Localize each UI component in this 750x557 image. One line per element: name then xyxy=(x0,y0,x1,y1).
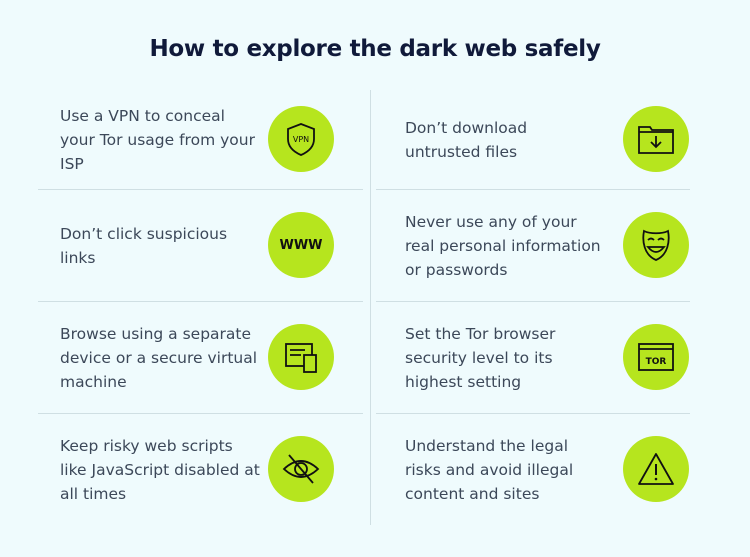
folder-download-icon xyxy=(623,106,689,172)
tip-text: Browse using a separate device or a secu… xyxy=(60,324,258,391)
tip-tor-security: Set the Tor browser security level to it… xyxy=(405,302,605,413)
row-divider xyxy=(38,413,363,414)
tip-text: Use a VPN to conceal your Tor usage from… xyxy=(60,106,255,173)
tip-device: Browse using a separate device or a secu… xyxy=(60,302,260,413)
tip-text: Set the Tor browser security level to it… xyxy=(405,324,556,391)
tip-text: Understand the legal risks and avoid ill… xyxy=(405,436,574,503)
tor-label: TOR xyxy=(646,357,667,367)
mask-icon xyxy=(623,212,689,278)
tip-vpn: Use a VPN to conceal your Tor usage from… xyxy=(60,90,260,189)
vpn-shield-icon: VPN xyxy=(268,106,334,172)
row-divider xyxy=(376,413,690,414)
tip-text: Don’t click suspicious links xyxy=(60,224,228,267)
row-divider xyxy=(376,189,690,190)
devices-icon xyxy=(268,324,334,390)
eye-slash-icon xyxy=(268,436,334,502)
tip-scripts: Keep risky web scripts like JavaScript d… xyxy=(60,414,260,525)
tip-links: Don’t click suspicious links xyxy=(60,190,260,301)
www-icon: WWW xyxy=(268,212,334,278)
row-divider xyxy=(38,301,363,302)
tip-legal: Understand the legal risks and avoid ill… xyxy=(405,414,605,525)
tor-browser-icon: TOR xyxy=(623,324,689,390)
row-divider xyxy=(38,189,363,190)
vpn-label: VPN xyxy=(293,135,309,144)
tip-text: Don’t download untrusted files xyxy=(405,118,528,161)
www-label: WWW xyxy=(279,237,323,253)
tip-personal-info: Never use any of your real personal info… xyxy=(405,190,605,301)
tip-downloads: Don’t download untrusted files xyxy=(405,90,605,189)
tip-text: Never use any of your real personal info… xyxy=(405,212,601,279)
warning-icon xyxy=(623,436,689,502)
tip-text: Keep risky web scripts like JavaScript d… xyxy=(60,436,260,503)
column-divider xyxy=(370,90,371,525)
page-title: How to explore the dark web safely xyxy=(149,36,601,62)
row-divider xyxy=(376,301,690,302)
